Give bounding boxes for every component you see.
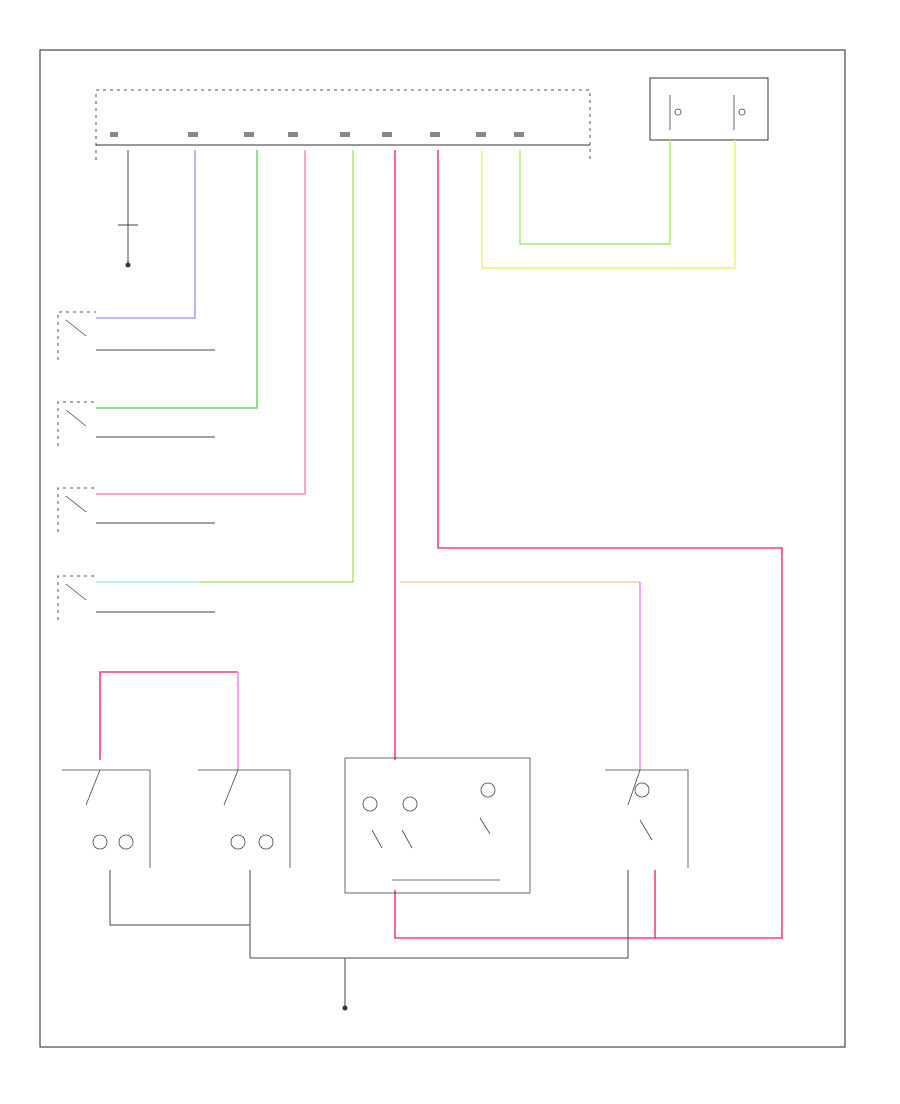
wire-green [96,150,258,409]
diagram-frame [39,49,846,1048]
lamp-ground-wire [109,870,250,926]
relay-coil-icon [738,108,746,116]
module-pin [340,132,350,137]
wire-blue [96,150,196,319]
bulb-icon [402,796,418,812]
switch-contact [65,319,87,337]
bulb-icon [258,834,274,850]
module-outline [95,89,591,160]
module-pin [244,132,254,137]
ground-icon [125,262,131,268]
bulb-icon [230,834,246,850]
module-pin [430,132,440,137]
bulb-icon [92,834,108,850]
door-switch-4 [57,575,215,620]
bulb-icon [118,834,134,850]
wire-red-left [99,671,238,760]
module-pin [476,132,486,137]
switch-outline [57,575,96,620]
module-pin [514,132,524,137]
module-pin [188,132,198,137]
relay-box [649,77,769,141]
ground-main [342,958,348,1011]
lamp-switch-contact [223,769,239,806]
switch-contact [65,409,87,427]
wire-pink [96,150,306,495]
lamp-switch-contact [371,829,383,849]
switch-outline [57,401,96,446]
switch-outline [57,311,96,360]
lamp-switch-contact [479,817,491,835]
lamp-switch-contact [627,769,641,806]
relay-box-outline [649,77,769,141]
wire-red-loop [394,150,783,939]
ground-icon [342,1005,348,1011]
bulb-icon [634,782,650,798]
lamp-right [198,769,291,958]
module-pin [110,132,118,137]
switch-contact [65,495,87,513]
lamp-housing [198,769,291,868]
lamp-left [62,769,250,926]
bulb-icon [362,796,378,812]
wire-yellow-green [519,140,671,245]
lamp-housing [605,769,689,868]
door-switch-2 [57,401,215,446]
control-module [95,89,591,160]
bulb-icon [480,782,496,798]
lamp-ground-wire [250,870,629,959]
lamp-rear [250,769,689,959]
lamp-switch-contact [85,769,101,806]
module-pin [382,132,392,137]
switch-contact [65,583,87,601]
lamp-switch-contact [639,819,653,841]
switch-outline [57,487,96,532]
module-pin [288,132,298,137]
lamp-housing [62,769,151,868]
relay-coil-icon [674,108,682,116]
lamp-center [344,757,531,894]
lamp-housing [344,757,531,894]
ground-top [118,150,138,268]
door-switch-3 [57,487,215,532]
wire-yellow [481,140,736,269]
lamp-switch-contact [401,829,413,849]
wire-green-2 [200,150,354,583]
door-switch-1 [57,311,215,360]
